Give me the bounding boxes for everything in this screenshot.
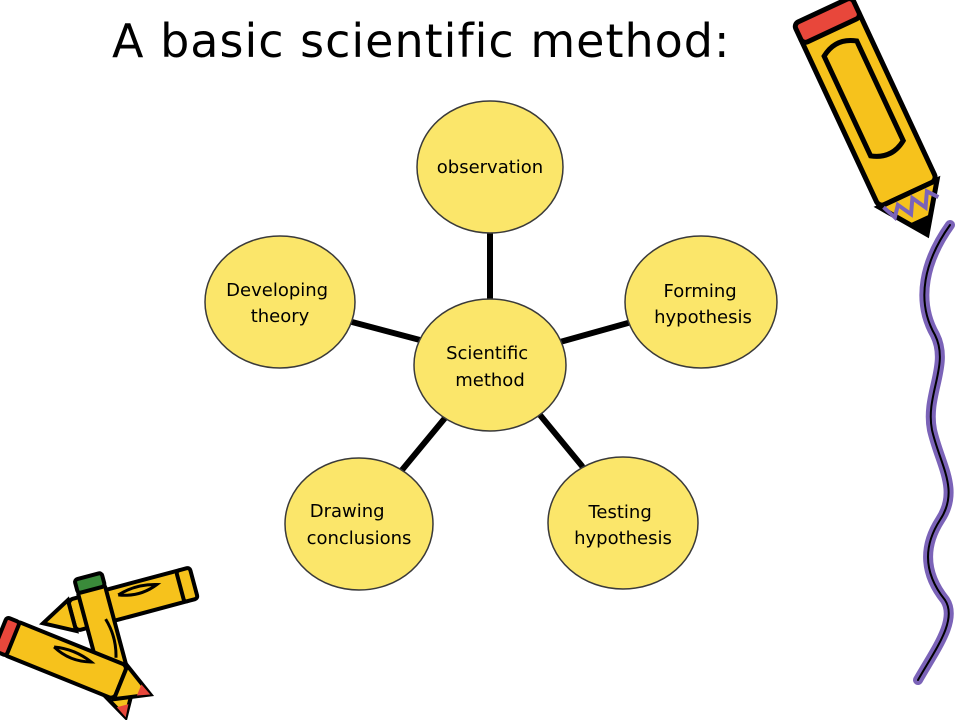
svg-text:Scientific method: Scientific method (446, 343, 534, 391)
svg-text:Drawing conclusions: Drawing conclusions (307, 501, 412, 549)
node-drawing-conclusions-line-1: Drawing (310, 501, 385, 522)
node-forming-hypothesis-line-2: hypothesis (654, 307, 752, 328)
node-developing-theory-line-1: Developing (226, 280, 328, 301)
pencils-icon (0, 566, 200, 720)
center-line-2: method (455, 370, 525, 391)
node-observation-line-1: observation (437, 157, 543, 178)
node-drawing-conclusions-line-2: conclusions (307, 528, 412, 549)
pencil-icon (792, 0, 941, 239)
svg-text:Forming hypothesis: Forming hypothesis (654, 281, 752, 328)
svg-text:observation: observation (437, 157, 543, 178)
connectors (349, 230, 631, 473)
node-forming-hypothesis-line-1: Forming (664, 281, 737, 302)
connector-developing-theory (349, 319, 423, 343)
connector-forming-hypothesis (557, 320, 631, 345)
connector-drawing-conclusions (399, 415, 448, 473)
squiggle-outline (917, 224, 951, 681)
node-center-scientific-method: Scientific method (413, 298, 567, 432)
node-testing-hypothesis-line-1: Testing (587, 502, 651, 523)
node-testing-hypothesis: Testing hypothesis (547, 456, 699, 590)
node-observation: observation (416, 100, 564, 234)
center-line-1: Scientific (446, 343, 528, 364)
connector-testing-hypothesis (537, 412, 585, 469)
node-developing-theory: Developing theory (204, 235, 356, 369)
svg-text:Developing theory: Developing theory (226, 280, 334, 327)
page-title: A basic scientific method: (112, 14, 731, 68)
node-developing-theory-line-2: theory (251, 306, 310, 327)
node-testing-hypothesis-line-2: hypothesis (574, 528, 672, 549)
node-forming-hypothesis: Forming hypothesis (624, 235, 778, 369)
node-drawing-conclusions: Drawing conclusions (284, 457, 434, 591)
squiggle-line (913, 220, 955, 685)
svg-text:Testing hypothesis: Testing hypothesis (574, 502, 672, 549)
